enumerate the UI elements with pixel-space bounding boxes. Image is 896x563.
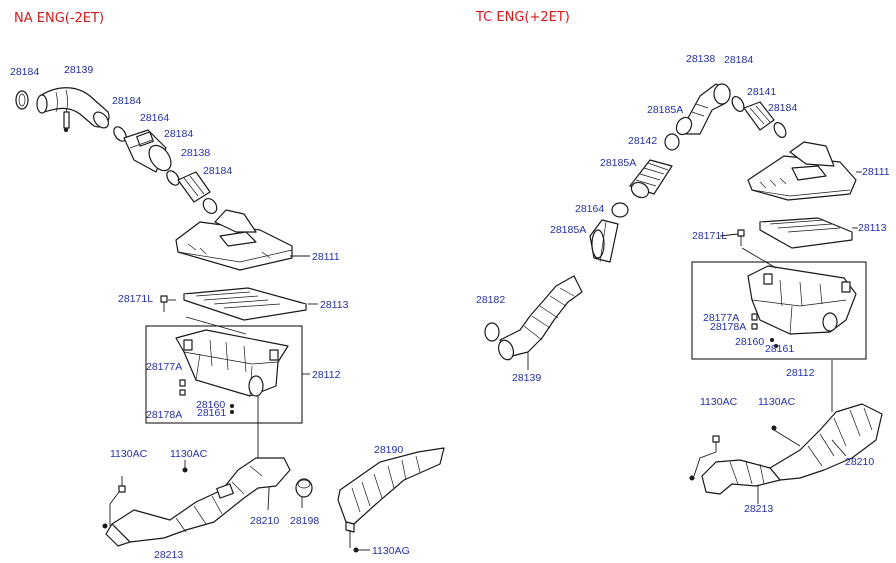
- tc-clamp-28184-b: [773, 122, 787, 138]
- tc-pipe-28141: [743, 101, 775, 131]
- label-na-28164: 28164: [140, 112, 169, 124]
- label-na-28177A: 28177A: [146, 361, 182, 373]
- na-intake-hose-28139: [36, 87, 110, 132]
- label-na-1130AC-b: 1130AC: [170, 448, 208, 460]
- label-tc-28185A-c: 28185A: [550, 224, 586, 236]
- tc-clamp-28142: [664, 133, 680, 151]
- label-na-28213: 28213: [154, 549, 183, 561]
- na-assembly: [15, 87, 445, 553]
- tc-resonator-28210: [769, 360, 883, 481]
- tc-fasteners: [751, 313, 778, 348]
- tc-air-cleaner-body-frame: [691, 261, 867, 360]
- label-tc-28113: 28113: [858, 222, 887, 234]
- label-tc-28210: 28210: [845, 456, 874, 468]
- label-na-28184-c: 28184: [164, 128, 193, 140]
- tc-bolt-28171L: [737, 229, 745, 246]
- label-tc-1130AC-a: 1130AC: [700, 396, 738, 408]
- na-air-cleaner-body-28112: [175, 329, 289, 397]
- label-na-28190: 28190: [374, 444, 403, 456]
- label-tc-28184-b: 28184: [768, 102, 797, 114]
- label-tc-28177A: 28177A: [703, 312, 739, 324]
- label-tc-28213: 28213: [744, 503, 773, 515]
- na-airflow-sensor-28164: [123, 129, 172, 173]
- label-na-28160: 28160: [196, 399, 225, 411]
- label-na-1130AC-a: 1130AC: [110, 448, 148, 460]
- label-tc-28161: 28161: [765, 343, 794, 355]
- label-tc-28112: 28112: [786, 367, 815, 379]
- tc-hose-28185A-b: [629, 159, 673, 199]
- na-part-labels: 28184 28139 28184 28164 28184 28138 2818…: [10, 64, 410, 561]
- label-tc-28142: 28142: [628, 135, 657, 147]
- tc-airflow-sensor-28185A-c: [589, 219, 619, 263]
- label-tc-28111: 28111: [862, 166, 890, 178]
- na-fasteners: [179, 379, 234, 414]
- label-na-1130AG: 1130AG: [372, 545, 410, 557]
- na-cap-28198: [295, 478, 313, 498]
- label-na-28111: 28111: [312, 251, 340, 263]
- tc-assembly: [484, 83, 883, 504]
- header-tc-engine: TC ENG(+2ET): [475, 10, 570, 25]
- label-tc-28185A-a: 28185A: [647, 104, 683, 116]
- tc-filter-element-28113: [759, 217, 853, 249]
- label-na-28139: 28139: [64, 64, 93, 76]
- tc-clamp-28164: [611, 202, 629, 218]
- label-tc-1130AC-b: 1130AC: [758, 396, 796, 408]
- label-tc-28182: 28182: [476, 294, 505, 306]
- label-tc-28185A-b: 28185A: [600, 157, 636, 169]
- label-na-28171L: 28171L: [118, 293, 153, 305]
- na-clamp-28184-d: [202, 197, 218, 215]
- label-tc-28138: 28138: [686, 53, 715, 65]
- label-na-28184-d: 28184: [203, 165, 232, 177]
- na-clamp-28184-a: [15, 90, 29, 110]
- tc-leader-lines: [527, 171, 862, 457]
- tc-air-cleaner-body-28112: [747, 265, 857, 335]
- tc-intake-hose-28139: [497, 275, 583, 361]
- tc-clamp-28185A-a: [675, 116, 693, 136]
- label-tc-28184-a: 28184: [724, 54, 753, 66]
- na-resonator-28190: [337, 447, 445, 553]
- label-na-28113: 28113: [320, 299, 349, 311]
- tc-clamp-28184-a: [731, 96, 745, 112]
- label-na-28184-b: 28184: [112, 95, 141, 107]
- header-na-engine: NA ENG(-2ET): [14, 11, 104, 26]
- label-tc-28160: 28160: [735, 336, 764, 348]
- label-tc-28141: 28141: [747, 86, 776, 98]
- tc-air-cleaner-cover-28111: [747, 141, 857, 201]
- tc-clamp-28182: [484, 322, 500, 342]
- na-hose-28138: [177, 171, 211, 203]
- na-bolt-1130AC-b: [182, 460, 188, 473]
- label-na-28198: 28198: [290, 515, 319, 527]
- na-air-cleaner-body-frame: [145, 325, 303, 424]
- label-na-28210: 28210: [250, 515, 279, 527]
- label-na-28184-a: 28184: [10, 66, 39, 78]
- na-air-duct-28213: [102, 457, 291, 547]
- label-na-28178A: 28178A: [146, 409, 182, 421]
- label-tc-28164: 28164: [575, 203, 604, 215]
- tc-air-duct-28213: [689, 425, 801, 504]
- na-clamp-28184-c: [166, 170, 180, 186]
- tc-part-labels: 28138 28184 28185A 28141 28184 28142 281…: [476, 53, 890, 515]
- label-na-28112: 28112: [312, 369, 341, 381]
- na-air-cleaner-cover-28111: [175, 209, 293, 271]
- label-tc-28139: 28139: [512, 372, 541, 384]
- tc-hose-28138: [685, 83, 731, 135]
- label-na-28138: 28138: [181, 147, 210, 159]
- label-na-28161: 28161: [197, 407, 226, 419]
- na-filter-element-28113: [183, 287, 307, 321]
- label-tc-28178A: 28178A: [710, 321, 746, 333]
- na-bolt-28171L: [160, 295, 168, 312]
- label-tc-28171L: 28171L: [692, 230, 727, 242]
